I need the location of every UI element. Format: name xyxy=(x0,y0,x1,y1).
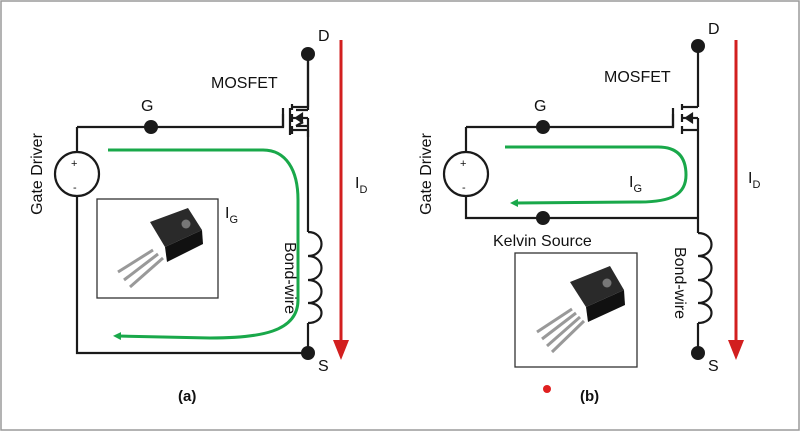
source-label: S xyxy=(708,358,719,375)
bondwire-inductor xyxy=(697,231,713,325)
kelvin-source-node xyxy=(536,211,550,225)
drain-current-arrow-head xyxy=(333,340,349,360)
red-dot-marker xyxy=(543,385,551,393)
gate-driver-source xyxy=(53,150,101,198)
to247-package-icon xyxy=(117,208,203,289)
mosfet-label: MOSFET xyxy=(211,75,278,92)
caption-b: (b) xyxy=(580,388,599,405)
gate-current-label: IG xyxy=(629,174,642,195)
drain-current-label: ID xyxy=(355,175,367,196)
gate-node xyxy=(144,120,158,134)
mosfet-label: MOSFET xyxy=(604,69,671,86)
drain-label: D xyxy=(708,21,720,38)
gate-node xyxy=(536,120,550,134)
driver-minus-sign: - xyxy=(462,182,466,194)
package-photo-frame xyxy=(96,198,219,299)
driver-plus-sign: + xyxy=(460,158,466,170)
bondwire-label: Bond-wire xyxy=(671,247,688,319)
package-photo-frame xyxy=(514,252,638,368)
source-node xyxy=(301,346,315,360)
gate-current-loop-arrow xyxy=(505,145,688,207)
drain-node xyxy=(301,47,315,61)
drain-label: D xyxy=(318,28,330,45)
driver-plus-sign: + xyxy=(71,158,77,170)
gate-current-label: IG xyxy=(225,205,238,226)
bondwire-label: Bond-wire xyxy=(281,242,298,314)
drain-current-arrow-head xyxy=(728,340,744,360)
gate-driver-label: Gate Driver xyxy=(29,132,46,214)
circuit-b: + - D S G MOSFET Gate Driver Bon xyxy=(418,21,760,405)
gate-label: G xyxy=(534,98,546,115)
drain-current-label: ID xyxy=(748,170,760,191)
gate-driver-source xyxy=(442,150,490,198)
source-node xyxy=(691,346,705,360)
mosfet-symbol xyxy=(281,60,310,137)
source-label: S xyxy=(318,358,329,375)
drain-node xyxy=(691,39,705,53)
bondwire-inductor xyxy=(307,230,323,325)
driver-minus-sign: - xyxy=(73,182,77,194)
gate-label: G xyxy=(141,98,153,115)
mosfet-symbol xyxy=(671,104,700,137)
to247-4-package-icon xyxy=(536,266,625,354)
circuit-a: + - D S G MOSFET Gate Driver Bond-wire I… xyxy=(29,28,367,405)
caption-a: (a) xyxy=(178,388,196,405)
kelvin-source-label: Kelvin Source xyxy=(493,233,592,250)
gate-driver-label: Gate Driver xyxy=(418,132,435,214)
gate-current-loop-arrow xyxy=(108,148,300,341)
